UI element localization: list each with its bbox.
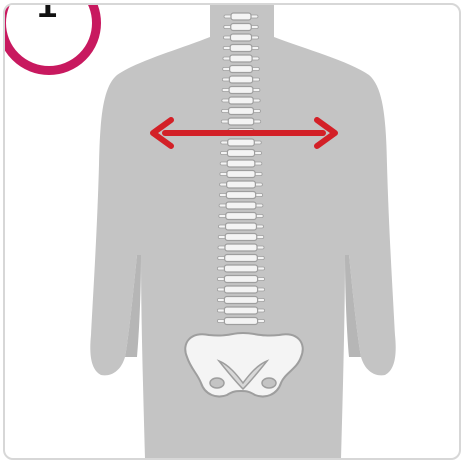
vertebra: [230, 45, 252, 52]
vertebra: [226, 223, 257, 230]
vertebra: [231, 13, 251, 20]
vertebra: [224, 276, 257, 283]
vertebra: [224, 265, 257, 272]
vertebra: [230, 55, 252, 62]
vertebra: [230, 34, 251, 41]
vertebra: [224, 318, 257, 325]
vertebra: [226, 202, 256, 209]
vertebra: [226, 213, 256, 220]
illustration-frame: 1: [3, 3, 461, 460]
step-number: 1: [32, 3, 62, 25]
vertebra: [229, 97, 253, 104]
vertebra: [227, 150, 254, 157]
vertebra: [227, 171, 255, 178]
vertebra: [225, 244, 257, 251]
vertebra: [229, 87, 253, 94]
vertebra: [229, 108, 254, 115]
vertebra: [224, 286, 257, 293]
vertebra: [228, 139, 255, 146]
vertebra: [229, 76, 252, 83]
vertebra: [224, 297, 257, 304]
vertebra: [227, 160, 255, 167]
vertebra: [225, 255, 258, 262]
back-illustration: [5, 5, 461, 460]
vertebra: [226, 192, 255, 199]
vertebra: [227, 181, 256, 188]
vertebra: [224, 307, 257, 314]
vertebra: [225, 234, 257, 241]
vertebra: [228, 118, 254, 125]
vertebra: [230, 66, 253, 73]
vertebra: [231, 24, 252, 31]
